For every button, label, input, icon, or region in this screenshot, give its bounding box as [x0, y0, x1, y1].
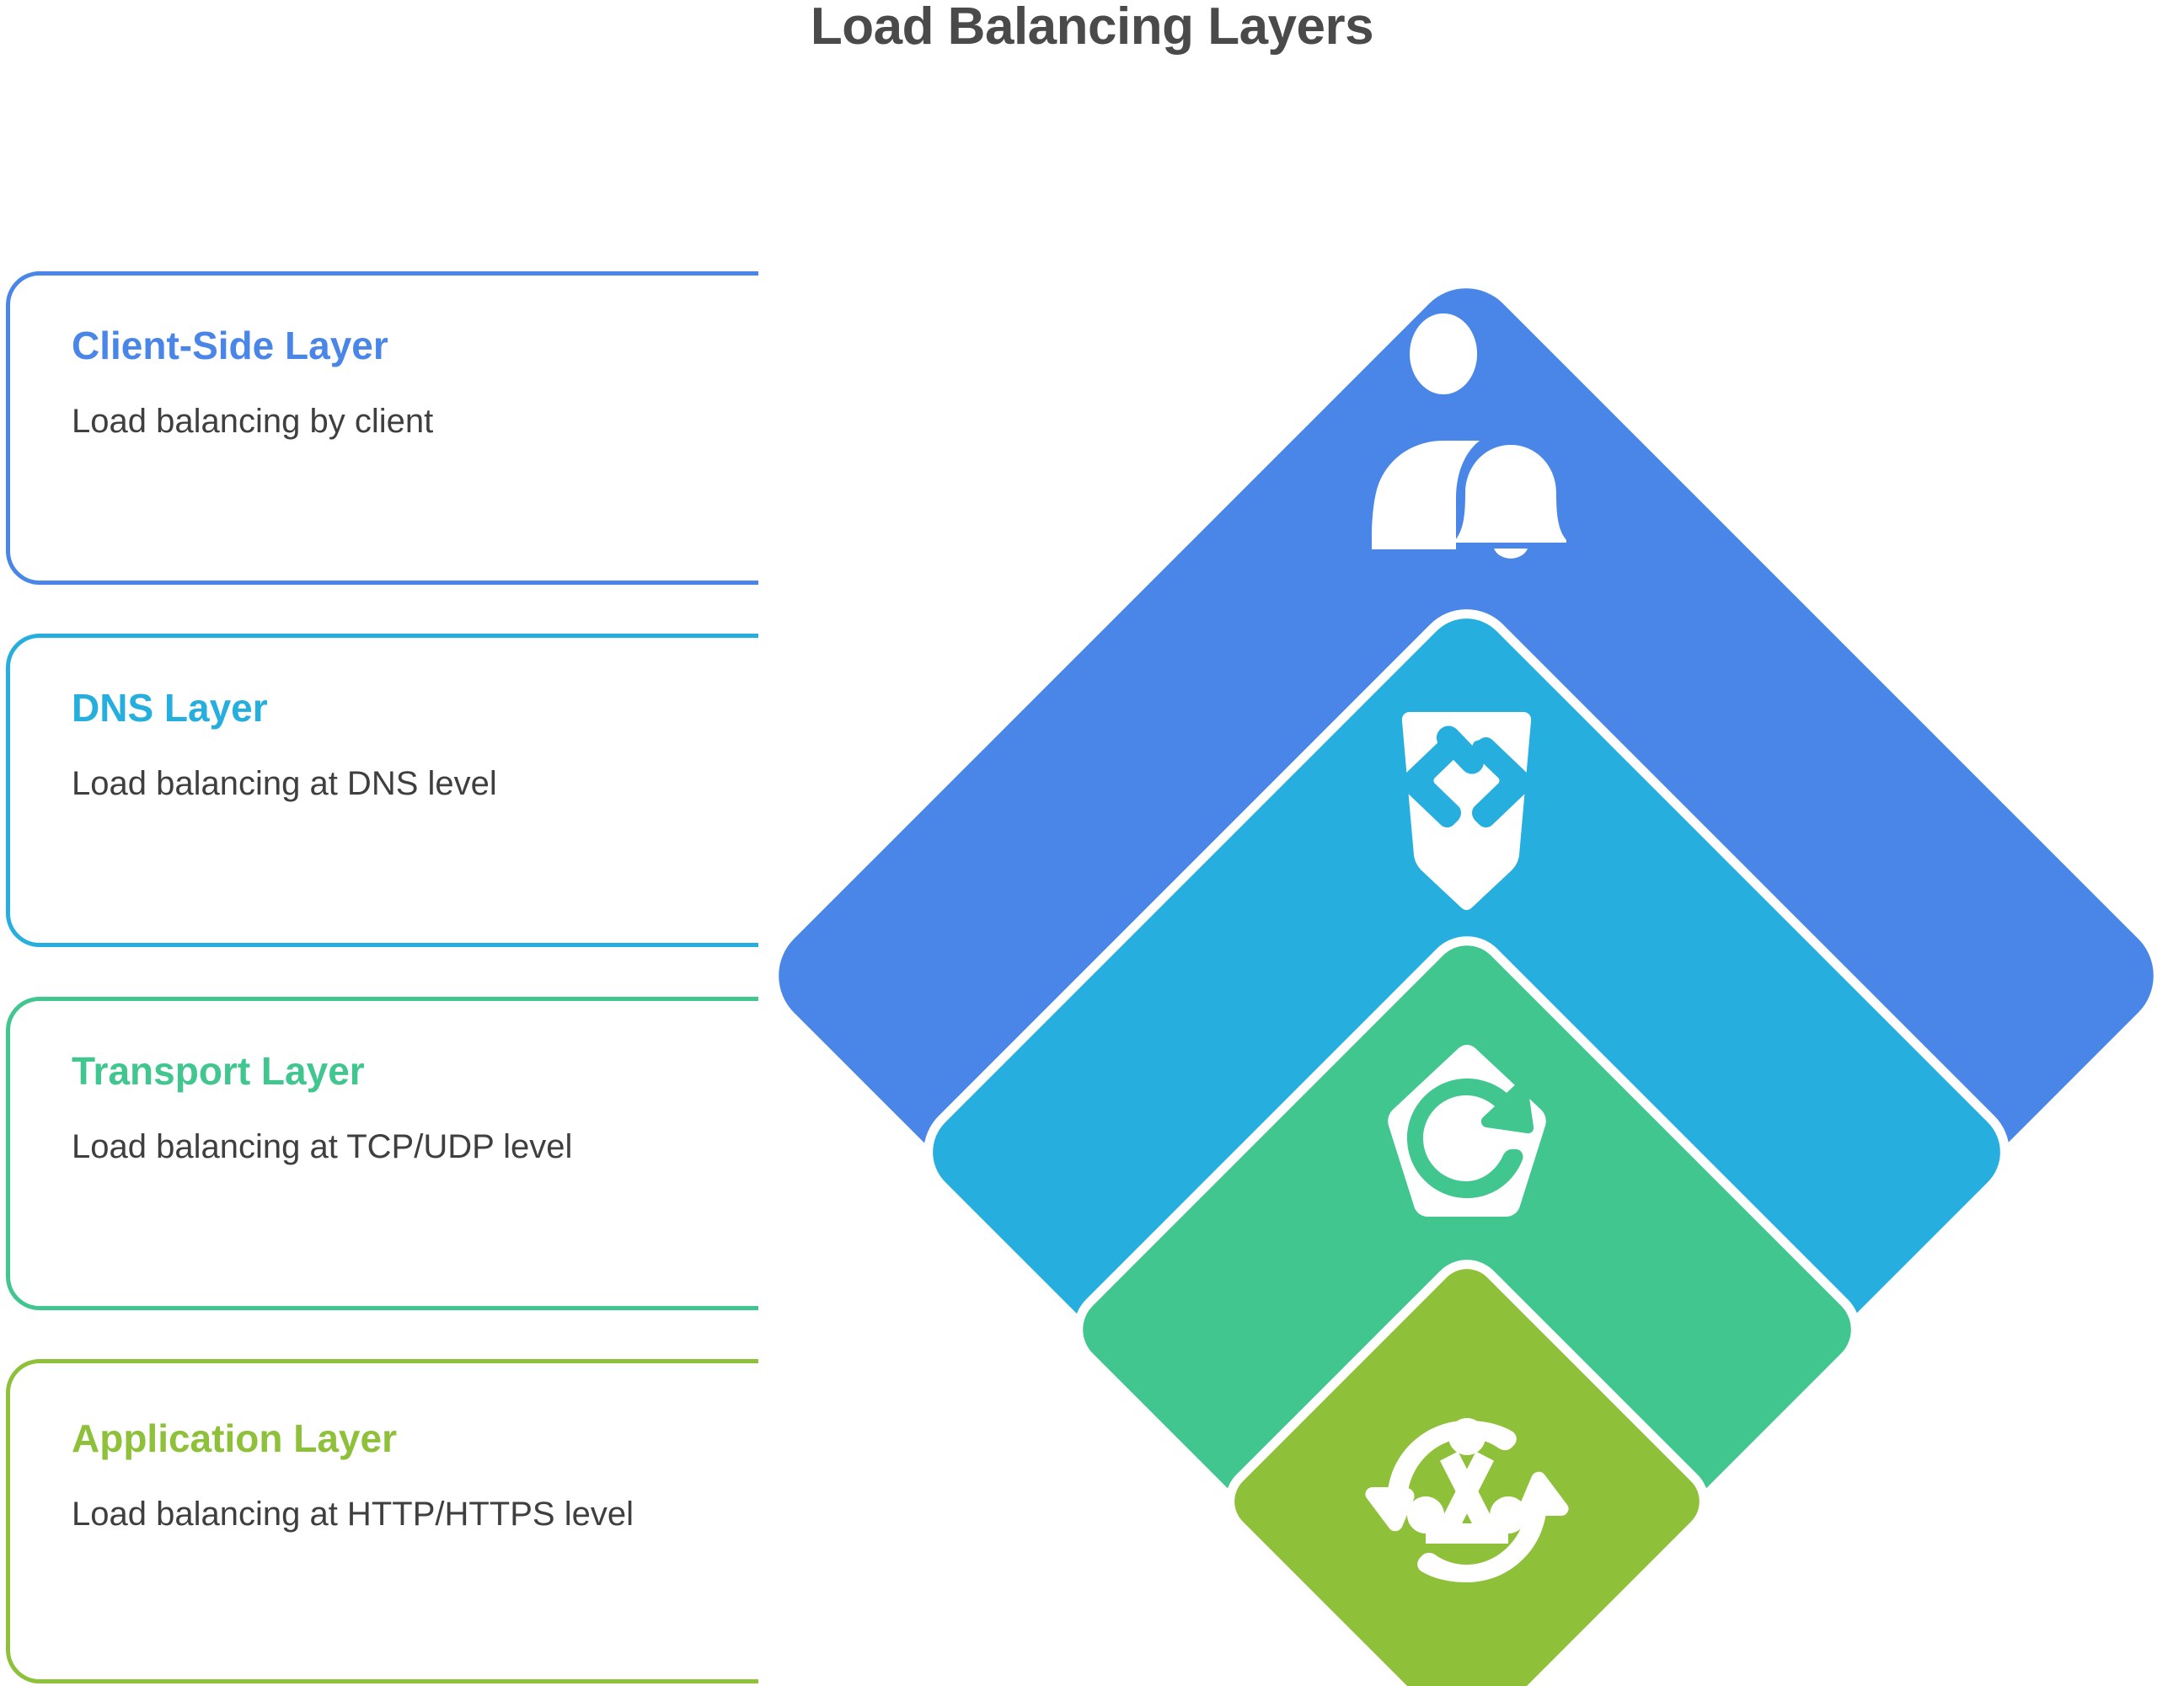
- nested-diamond-graphic: [741, 236, 2184, 1686]
- sync-network-icon: [1365, 1418, 1569, 1582]
- diamond-application[interactable]: [1223, 1257, 1711, 1686]
- pentagon-refresh-icon: [1388, 1045, 1546, 1217]
- user-bell-icon: [1372, 313, 1566, 559]
- refresh-arrow: [1407, 1079, 1534, 1198]
- code-left-chevron: [1400, 737, 1461, 827]
- layer-card-title: DNS Layer: [72, 686, 268, 730]
- layer-card-title: Application Layer: [72, 1416, 397, 1460]
- layer-card-description: Load balancing by client: [72, 403, 434, 440]
- layer-card-transport[interactable]: Transport Layer Load balancing at TCP/UD…: [6, 997, 1173, 1310]
- layer-card-title: Transport Layer: [72, 1049, 365, 1093]
- layer-card-description: Load balancing at TCP/UDP level: [72, 1128, 573, 1165]
- layer-card-dns[interactable]: DNS Layer Load balancing at DNS level: [6, 634, 1122, 947]
- shield-code-icon: [1400, 712, 1533, 910]
- page-title: Load Balancing Layers: [810, 0, 1374, 56]
- layer-card-client-side[interactable]: Client-Side Layer Load balancing by clie…: [6, 271, 1447, 585]
- layer-card-description: Load balancing at HTTP/HTTPS level: [72, 1496, 634, 1533]
- layer-card-title: Client-Side Layer: [72, 324, 388, 367]
- code-slash: [1436, 725, 1485, 774]
- layer-card-description: Load balancing at DNS level: [72, 765, 497, 802]
- code-right-chevron: [1472, 737, 1533, 827]
- layer-card-application[interactable]: Application Layer Load balancing at HTTP…: [6, 1359, 1443, 1683]
